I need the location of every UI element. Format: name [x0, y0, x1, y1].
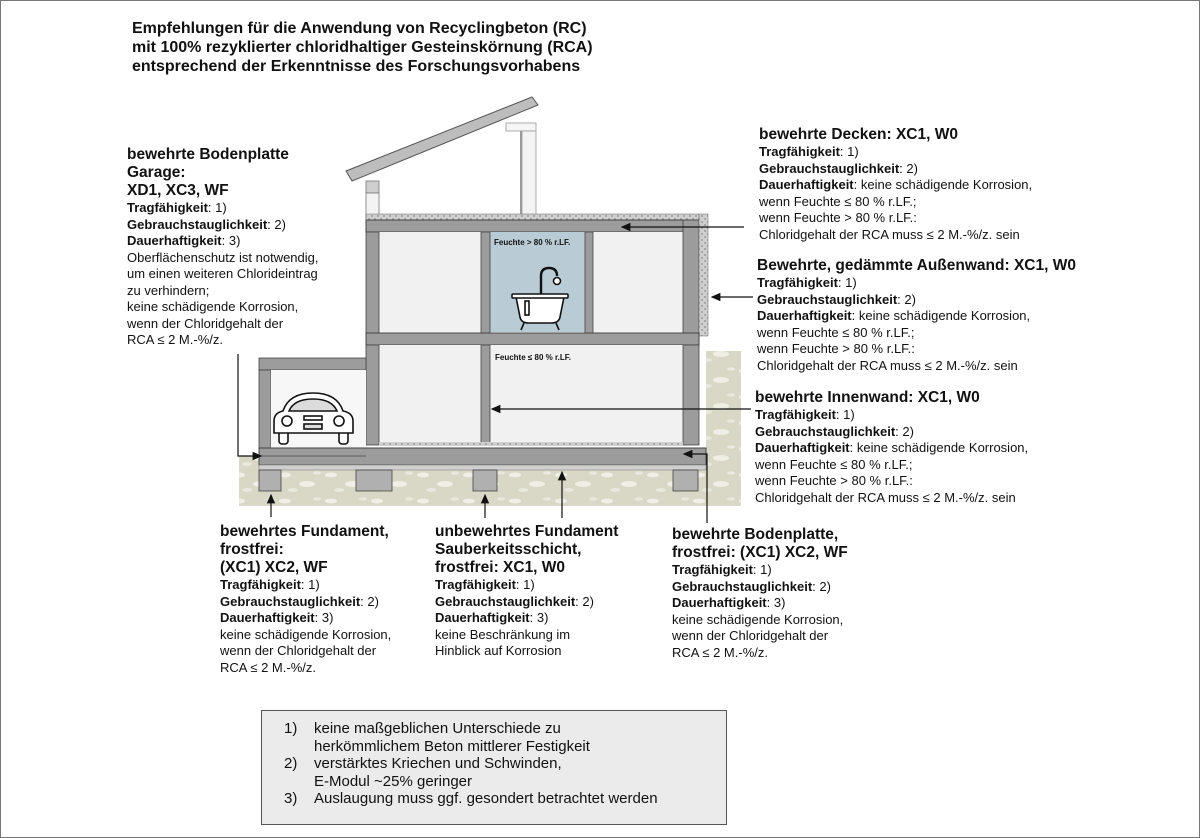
roof [345, 96, 539, 182]
foundation-1 [258, 469, 282, 492]
blinding-block: unbewehrtes Fundament Sauberkeitsschicht… [435, 523, 619, 658]
roof-insulation [365, 213, 700, 221]
page-title: Empfehlungen für die Anwendung von Recyc… [132, 20, 593, 75]
bathtub-icon [511, 266, 569, 331]
outer-wall-upper [682, 219, 700, 334]
garage-slab-block: bewehrte Bodenplatte Garage: XD1, XC3, W… [127, 146, 319, 347]
footnote-3: 3) Auslaugung muss ggf. gesondert betrac… [284, 790, 658, 807]
outer-wall-lower [682, 344, 700, 446]
upper-ceiling-slab [365, 219, 700, 233]
base-slab [258, 447, 707, 466]
footnote-2: 2) verstärktes Kriechen und Schwinden,E-… [284, 755, 562, 790]
base-slab-block: bewehrte Bodenplatte, frostfrei: (XC1) X… [672, 526, 848, 660]
middle-ceiling-slab [365, 332, 700, 346]
blinding-layer [258, 464, 707, 471]
groundfloor-humidity-label: Feuchte ≤ 80 % r.LF. [495, 353, 571, 362]
inner-wall [480, 344, 491, 446]
bathroom-humidity-label: Feuchte > 80 % r.LF. [494, 238, 571, 247]
foundation-4 [672, 469, 699, 492]
foundation-3 [472, 469, 498, 492]
inner-wall-block: bewehrte Innenwand: XC1, W0 Tragfähigkei… [755, 389, 1029, 505]
foundation-2 [355, 469, 393, 492]
foundation-block: bewehrtes Fundament, frostfrei: (XC1) XC… [220, 523, 392, 675]
car-icon [273, 392, 354, 445]
outer-wall-insulation [698, 213, 709, 337]
garage-roof [258, 357, 367, 371]
ceilings-block: bewehrte Decken: XC1, W0 Tragfähigkeit: … [759, 126, 1033, 242]
outer-wall-block: Bewehrte, gedämmte Außenwand: XC1, W0 Tr… [757, 257, 1076, 373]
arrows [237, 222, 753, 523]
